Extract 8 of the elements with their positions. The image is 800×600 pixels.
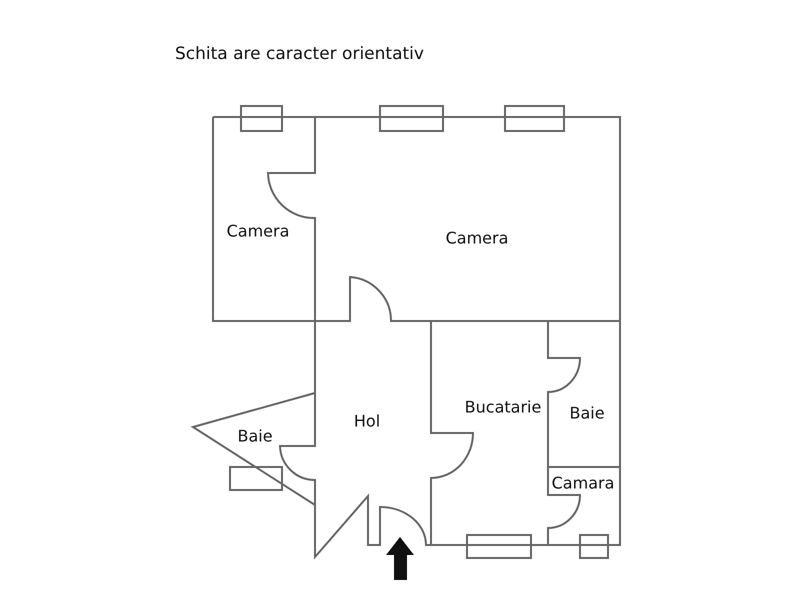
- room-label: Camera: [226, 222, 290, 240]
- room-label: Camera: [446, 228, 508, 248]
- room-label: Bucatarie: [464, 398, 542, 416]
- room-label: Hol: [354, 412, 380, 430]
- plan-title: Schita are caracter orientativ: [175, 44, 424, 64]
- room-label: Baie: [569, 404, 605, 422]
- room-label: Baie: [237, 426, 273, 446]
- room-label: Camara: [552, 474, 614, 492]
